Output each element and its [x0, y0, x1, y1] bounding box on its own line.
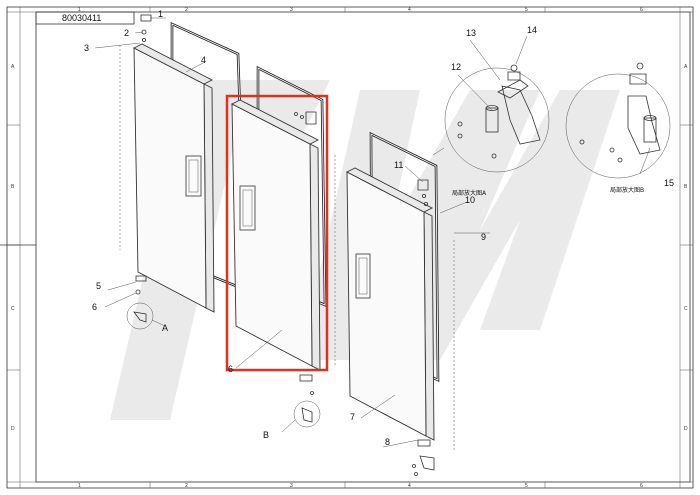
col-label: 1 — [78, 483, 81, 489]
callout-4: 4 — [201, 55, 206, 65]
col-label: 2 — [185, 7, 188, 13]
callout-5: 5 — [96, 281, 101, 291]
callout-13: 13 — [466, 28, 476, 38]
row-label: A — [11, 64, 15, 70]
callout-2: 2 — [124, 28, 129, 38]
col-label: 1 — [78, 7, 81, 13]
detail-a-caption: 局部放大图A — [452, 189, 487, 197]
drawing-number-box: 80030411 — [35, 11, 135, 25]
detail-b-caption: 局部放大图B — [610, 186, 644, 194]
col-label: 2 — [185, 483, 188, 489]
row-label: C — [11, 306, 15, 312]
callout-10: 10 — [465, 195, 475, 205]
callout-9: 9 — [481, 232, 486, 242]
row-label: A — [684, 64, 688, 70]
col-label: 5 — [525, 7, 528, 13]
col-label: 6 — [640, 483, 643, 489]
door-center-assembly — [231, 65, 336, 433]
row-label: B — [11, 184, 15, 190]
row-label: C — [684, 306, 688, 312]
col-label: 4 — [408, 7, 411, 13]
callout-6: 6 — [228, 364, 233, 374]
highlight-box — [225, 94, 329, 372]
callout-8: 8 — [385, 437, 390, 447]
col-label: 3 — [290, 483, 293, 489]
callout-15: 15 — [664, 178, 674, 188]
callout-3: 3 — [84, 43, 89, 53]
row-label: D — [11, 426, 15, 432]
callout-7: 7 — [350, 412, 355, 422]
callout-12: 12 — [451, 62, 461, 72]
leader-lines — [94, 17, 651, 448]
grid-labels: 1 2 3 4 5 6 1 2 3 4 5 6 A B C D A B C D — [11, 7, 688, 489]
watermark — [110, 80, 620, 420]
callout-1: 1 — [158, 9, 163, 19]
drawing-number: 80030411 — [62, 13, 101, 23]
view-label-b: B — [263, 430, 269, 440]
door-left-assembly — [119, 14, 248, 330]
callouts: 1 2 3 4 5 6 7 8 9 10 11 12 13 14 15 A B … — [84, 9, 674, 447]
col-label: 4 — [408, 483, 411, 489]
door-right-assembly — [346, 131, 455, 476]
col-label: 3 — [290, 7, 293, 13]
view-label-a: A — [162, 323, 168, 333]
callout-11: 11 — [394, 160, 403, 170]
col-label: 5 — [525, 483, 528, 489]
detail-b-enlargement — [565, 62, 671, 179]
callout-14: 14 — [527, 25, 537, 35]
row-label: B — [684, 184, 688, 190]
callout-6: 6 — [92, 302, 97, 312]
detail-a-enlargement — [432, 64, 550, 173]
col-label: 6 — [640, 7, 643, 13]
row-label: D — [684, 426, 688, 432]
